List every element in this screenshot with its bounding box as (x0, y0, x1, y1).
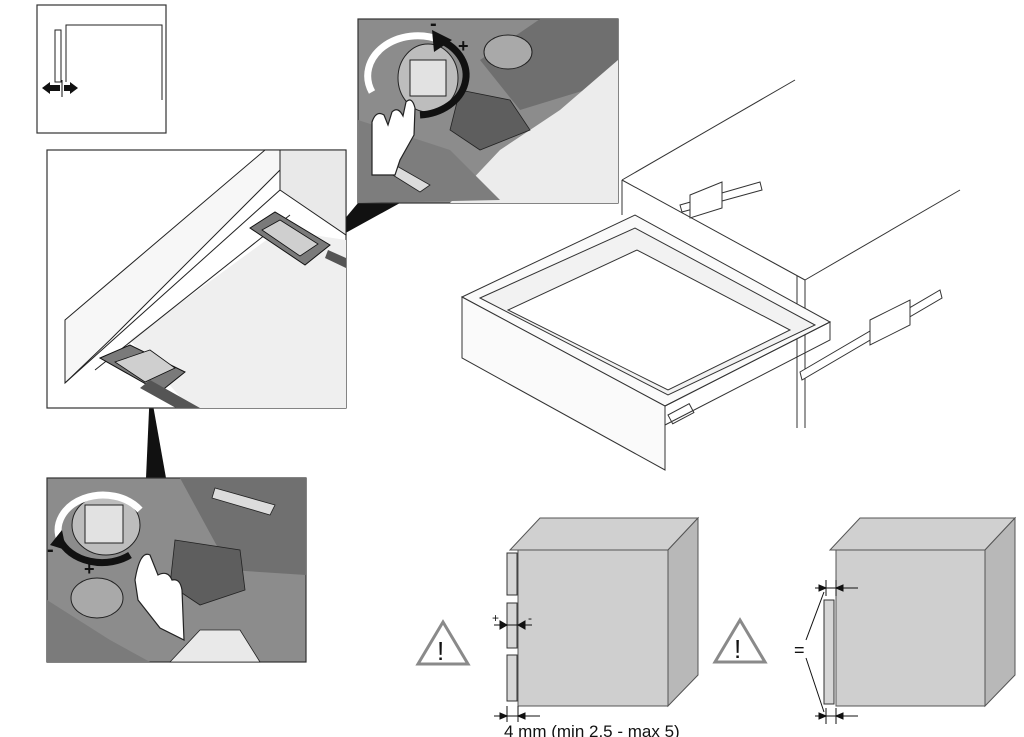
top-knob-minus: - (430, 13, 437, 35)
gap-detail-left: + - 4 mm (min 2,5 - max 5) (492, 516, 700, 737)
hand-icon (134, 553, 185, 641)
key-panel (36, 4, 167, 134)
warning-icon: ! (415, 619, 471, 666)
svg-text:!: ! (437, 636, 444, 666)
bottom-knob-minus: - (47, 539, 54, 561)
zoom-panel-bottom: - + (46, 477, 307, 663)
equal-gap-label: = (794, 640, 805, 660)
bottom-knob-plus: + (84, 559, 95, 579)
zoom-connector-bottom (146, 388, 166, 478)
zoom-panel-top: - + (357, 13, 619, 204)
top-knob-plus: + (458, 36, 469, 56)
adjust-arrows-icon (42, 80, 78, 97)
detail-panel (46, 149, 347, 409)
gap-plus-label: + (492, 611, 499, 625)
svg-text:!: ! (734, 634, 741, 664)
gap-minus-label: - (528, 611, 532, 625)
rotate-arrow-icon (419, 30, 470, 119)
gap-detail-right: = (794, 516, 1017, 724)
cabinet-drawer-illustration (460, 79, 961, 471)
gap-adjust-arrows (494, 620, 532, 630)
gap-measurement: 4 mm (min 2,5 - max 5) (504, 722, 680, 737)
rear-runner (249, 211, 346, 268)
hand-icon (371, 99, 416, 176)
rotate-arrow-icon (50, 530, 132, 567)
front-runner (98, 344, 200, 408)
warning-icon: ! (712, 617, 768, 664)
